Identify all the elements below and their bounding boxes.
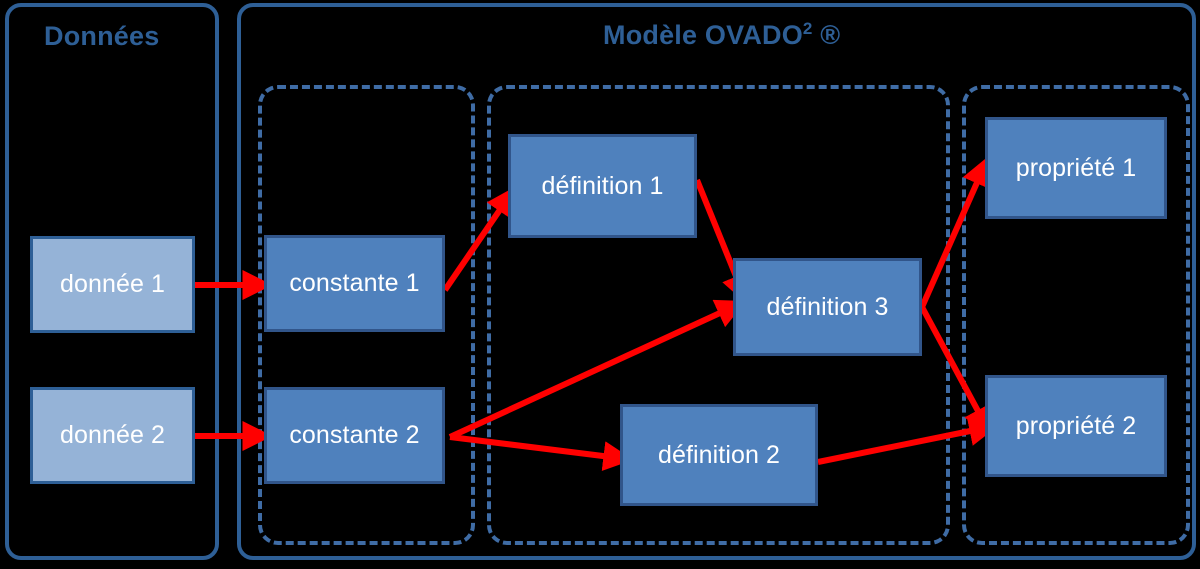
node-definition-2[interactable]: définition 2 <box>620 404 818 506</box>
group-modele-title: Modèle OVADO2 ® <box>603 19 840 51</box>
node-donnee-1[interactable]: donnée 1 <box>30 236 195 333</box>
group-donnees <box>5 3 219 560</box>
group-donnees-title: Données <box>44 21 160 51</box>
node-donnee-2[interactable]: donnée 2 <box>30 387 195 484</box>
group-modele-title-main: Modèle OVADO <box>603 20 803 50</box>
node-constante-1[interactable]: constante 1 <box>264 235 445 332</box>
node-constante-2[interactable]: constante 2 <box>264 387 445 484</box>
node-definition-3[interactable]: définition 3 <box>733 258 922 356</box>
group-modele-title-superscript: 2 <box>802 19 813 38</box>
registered-mark-icon: ® <box>820 20 841 50</box>
node-propriete-1[interactable]: propriété 1 <box>985 117 1167 219</box>
group-modele <box>237 3 1196 560</box>
node-propriete-2[interactable]: propriété 2 <box>985 375 1167 477</box>
node-definition-1[interactable]: définition 1 <box>508 134 697 238</box>
